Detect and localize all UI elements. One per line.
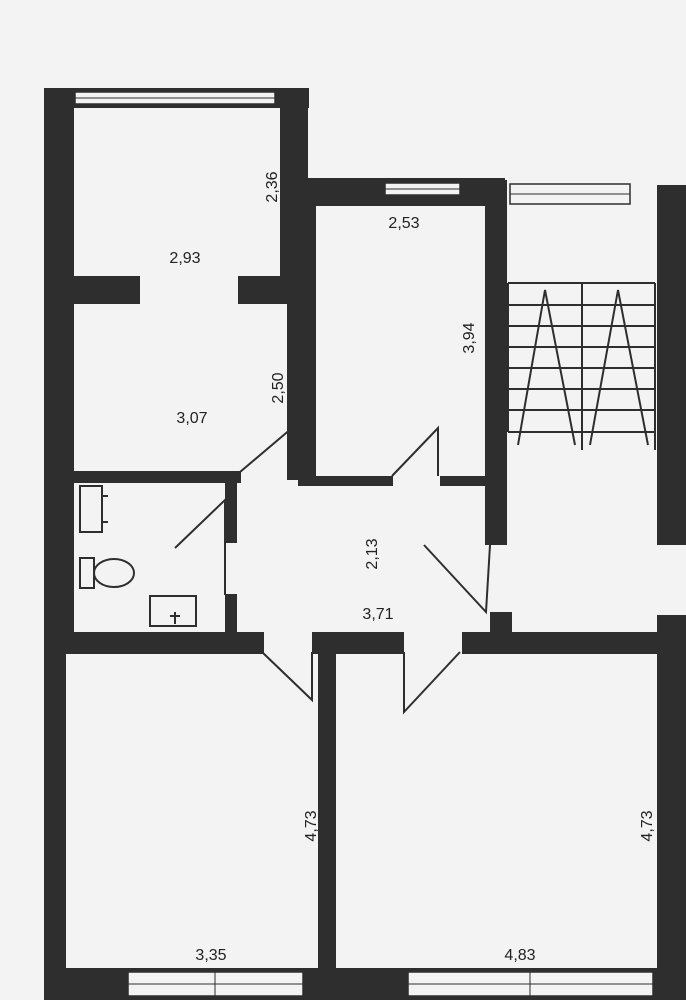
dim-room4-depth: 4,73 — [639, 810, 656, 841]
dim-room1-lower-side: 2,50 — [270, 372, 287, 403]
sink-icon — [149, 595, 197, 627]
dim-room1-width: 2,93 — [169, 250, 200, 267]
door-bathroom — [174, 497, 226, 595]
dim-hall-length: 3,71 — [362, 606, 393, 623]
lower-horizontal-wall-right — [462, 632, 686, 654]
dimension-labels: 2,93 2,36 2,50 3,07 2,53 3,94 2,13 3,71 … — [169, 171, 656, 964]
dim-hall-width: 2,13 — [364, 538, 381, 569]
dim-room3-depth: 4,73 — [303, 810, 320, 841]
stair-right-wall — [657, 185, 686, 545]
dim-room3-width: 3,35 — [195, 947, 226, 964]
door-swings — [174, 425, 491, 715]
dim-room1-depth: 3,07 — [176, 410, 207, 427]
door-room3 — [261, 651, 313, 703]
toilet-icon — [79, 557, 135, 589]
bath-top-wall — [66, 471, 241, 483]
door-entrance — [423, 544, 491, 615]
dim-room2-width: 2,53 — [388, 215, 419, 232]
door-room2 — [391, 425, 439, 477]
bathtub-icon — [79, 485, 108, 533]
dim-room2-depth: 3,94 — [461, 322, 478, 353]
room1-partition-right — [238, 276, 298, 304]
windows — [74, 91, 654, 997]
lower-horizontal-wall-left — [44, 632, 264, 654]
room1-partition-left — [66, 276, 140, 304]
door-room1 — [239, 425, 293, 473]
room3-room4-partition — [318, 650, 336, 1000]
door-room4 — [403, 651, 461, 715]
dim-room4-width: 4,83 — [504, 947, 535, 964]
left-wall-upper — [44, 88, 74, 638]
room2-right-wall — [485, 180, 507, 545]
dim-room1-side: 2,36 — [264, 171, 281, 202]
stairs-icon — [507, 282, 656, 450]
